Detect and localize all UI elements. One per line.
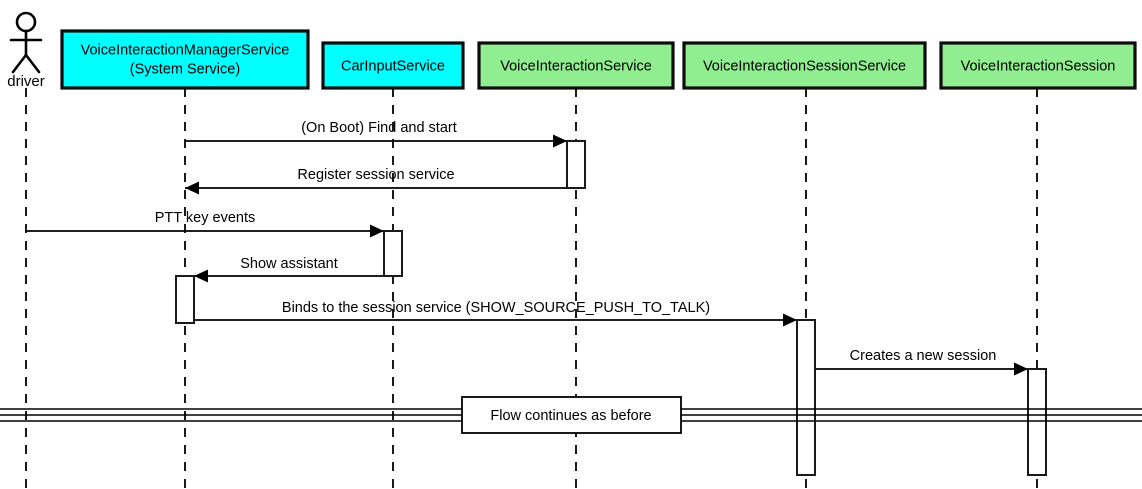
msg-ptt-key-events-arrowhead-icon bbox=[370, 224, 384, 238]
msg-ptt-key-events-label: PTT key events bbox=[155, 210, 255, 226]
msg-register-session-service-arrowhead-icon bbox=[185, 181, 199, 195]
msg-creates-new-session-label: Creates a new session bbox=[850, 348, 997, 364]
flow-note-box bbox=[461, 396, 682, 434]
msg-binds-session-service-arrowhead-icon bbox=[783, 313, 797, 327]
participant-box-vis[interactable] bbox=[477, 41, 675, 90]
act-vsession-create bbox=[1027, 368, 1047, 476]
participant-sublabel-vims: (System Service) bbox=[130, 61, 240, 77]
participant-box-vims[interactable] bbox=[60, 29, 310, 90]
msg-binds-session-service-label: Binds to the session service (SHOW_SOURC… bbox=[282, 300, 710, 316]
msg-show-assistant-label: Show assistant bbox=[240, 256, 338, 272]
act-carinput-ptt bbox=[383, 230, 403, 277]
participant-box-vsession[interactable] bbox=[939, 41, 1137, 90]
participant-label-vims: VoiceInteractionManagerService bbox=[81, 42, 290, 58]
msg-on-boot-label: (On Boot) Find and start bbox=[301, 120, 457, 136]
actor-leg-right-icon bbox=[24, 53, 41, 74]
act-vis-boot bbox=[566, 140, 586, 189]
participant-label-carinput: CarInputService bbox=[341, 58, 445, 74]
participant-label-vsession: VoiceInteractionSession bbox=[961, 58, 1116, 74]
flow-note-label: Flow continues as before bbox=[490, 408, 651, 424]
msg-on-boot-arrowhead-icon bbox=[553, 134, 567, 148]
msg-register-session-service-label: Register session service bbox=[297, 167, 454, 183]
act-viss-bind bbox=[796, 319, 816, 476]
msg-show-assistant-arrowhead-icon bbox=[194, 269, 208, 283]
participant-box-carinput[interactable] bbox=[321, 41, 465, 90]
participant-label-viss: VoiceInteractionSessionService bbox=[703, 58, 906, 74]
flow-note: Flow continues as before bbox=[461, 396, 682, 434]
actor-head-icon bbox=[15, 11, 37, 33]
actor-driver: driver bbox=[7, 11, 45, 90]
msg-creates-new-session-arrowhead-icon bbox=[1014, 362, 1028, 376]
actor-leg-left-icon bbox=[11, 53, 28, 74]
act-vims-show bbox=[175, 275, 195, 324]
participant-box-viss[interactable] bbox=[682, 41, 927, 90]
participants-group: VoiceInteractionManagerService (System Se… bbox=[60, 29, 1137, 90]
participant-label-vis: VoiceInteractionService bbox=[500, 58, 652, 74]
activations-group bbox=[175, 140, 1047, 476]
actor-driver-label: driver bbox=[7, 73, 45, 90]
